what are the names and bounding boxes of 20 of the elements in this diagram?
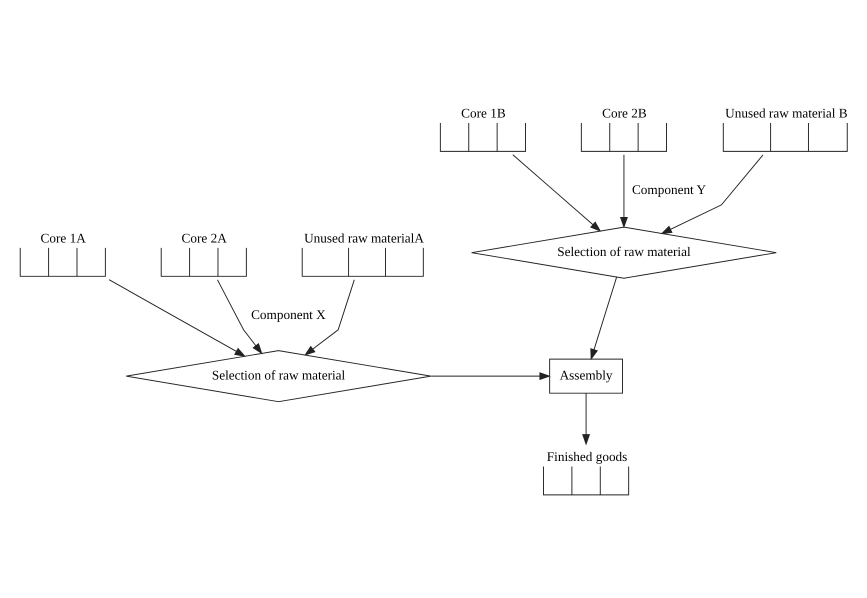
node-text: Unused raw material B	[725, 105, 848, 120]
arrow	[217, 278, 263, 354]
arrow	[430, 372, 551, 380]
arrow	[512, 154, 602, 232]
node-box: Assembly	[549, 358, 623, 394]
arrow	[108, 278, 246, 356]
arrow	[304, 278, 355, 356]
node-diamond: Selection of raw material	[126, 350, 432, 402]
node-text: Core 1B	[461, 105, 506, 120]
arrow	[620, 154, 628, 228]
node-text: Core 2B	[602, 105, 647, 120]
node-text: Core 2A	[182, 230, 227, 245]
node-text: Unused raw materialA	[304, 230, 424, 245]
edge-label: Component X	[251, 306, 326, 322]
arrow	[582, 392, 590, 445]
arrow	[590, 276, 618, 360]
edge-label: Component Y	[632, 182, 706, 197]
arrow	[660, 154, 764, 234]
node-text: Finished goods	[546, 448, 628, 464]
node-text: Core 1A	[40, 230, 86, 245]
